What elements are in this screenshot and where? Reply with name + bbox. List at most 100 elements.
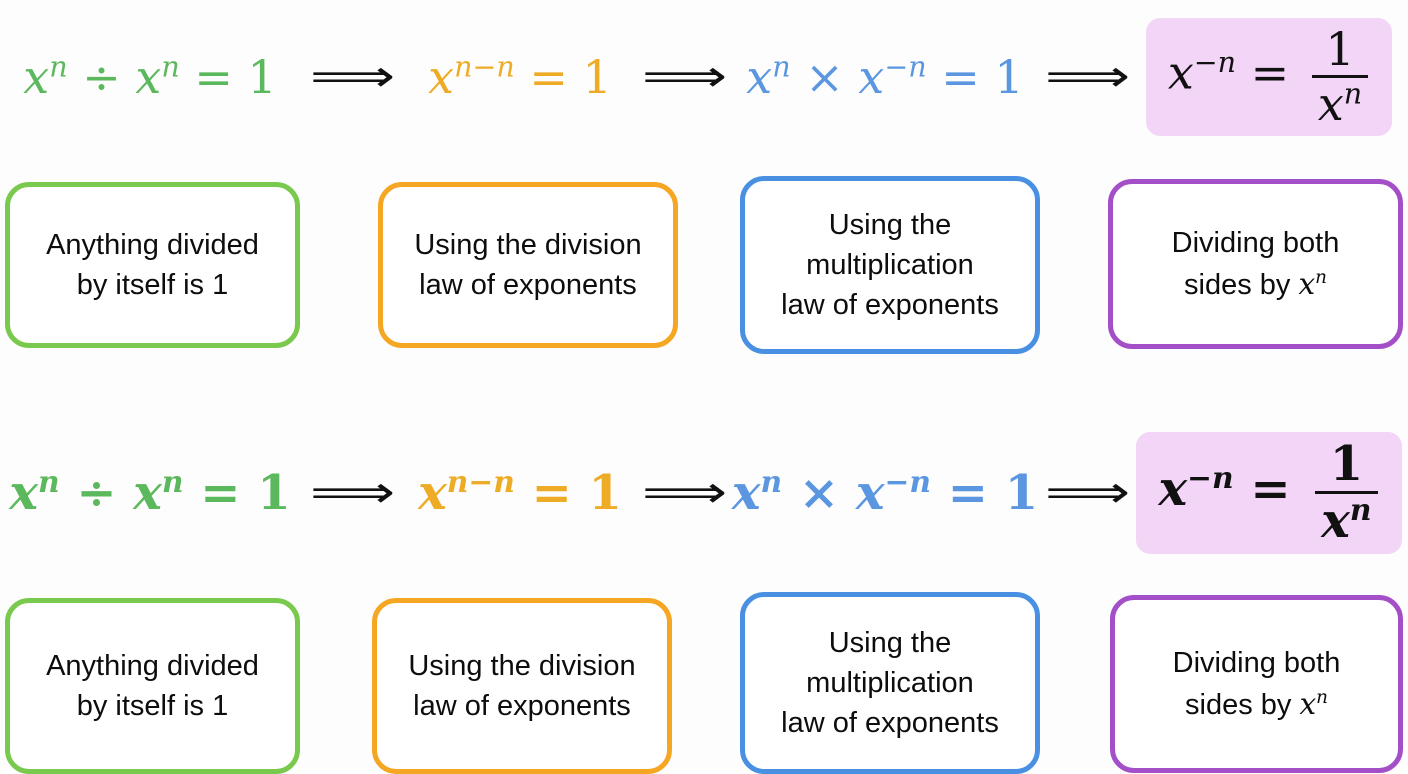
reason-line: sides by xyxy=(1184,268,1291,301)
math-exponent: n xyxy=(38,465,60,500)
reason-line: law of exponents xyxy=(413,690,631,722)
math-base: x xyxy=(1299,686,1317,721)
math-exponent: n xyxy=(1343,77,1363,111)
reason-box-3[interactable]: Using the multiplication law of exponent… xyxy=(740,176,1040,354)
reason-line: law of exponents xyxy=(419,269,637,301)
equation-step-1: xn ÷ xn = 1 xyxy=(0,428,300,558)
arrow-1: ⟹ xyxy=(300,12,405,142)
result-highlight-chip: x−n = 1 xn xyxy=(1136,432,1402,554)
inline-math-expression: xn xyxy=(1299,687,1328,721)
equation-row-2: xn ÷ xn = 1 ⟹ xn−n = 1 ⟹ xn × x−n xyxy=(0,428,1408,558)
implies-arrow-icon: ⟹ xyxy=(1044,51,1131,102)
equation-step-3: xn × x−n = 1 xyxy=(735,12,1035,142)
reason-box-3[interactable]: Using the multiplication law of exponent… xyxy=(740,592,1040,774)
arrow-1: ⟹ xyxy=(300,428,405,558)
reason-box-row-2: Anything divided by itself is 1 Using th… xyxy=(0,592,1408,774)
math-base: x xyxy=(1298,266,1316,301)
math-expression-step-4: x−n = 1 xn xyxy=(1168,26,1369,127)
implies-arrow-icon: ⟹ xyxy=(1044,467,1131,518)
math-expression-step-2: xn−n = 1 xyxy=(418,468,622,517)
math-operator: × xyxy=(798,465,840,521)
math-equals: = xyxy=(531,465,572,521)
fraction-numerator: 1 xyxy=(1329,435,1364,492)
reason-box-1[interactable]: Anything divided by itself is 1 xyxy=(5,598,300,774)
arrow-3: ⟹ xyxy=(1035,428,1140,558)
reason-box-4[interactable]: Dividing both sides by xn xyxy=(1108,179,1403,349)
math-exponent: n xyxy=(161,465,184,500)
reason-box-1[interactable]: Anything divided by itself is 1 xyxy=(5,182,300,348)
reason-box-2[interactable]: Using the division law of exponents xyxy=(378,182,678,348)
math-rhs: 1 xyxy=(1004,465,1039,521)
math-exponent: n xyxy=(1316,686,1328,708)
math-equals: = xyxy=(941,50,980,104)
math-exponent: n xyxy=(772,50,791,84)
reason-box-text: Anything divided by itself is 1 xyxy=(46,225,259,305)
reason-line: Using the division xyxy=(414,228,642,261)
fraction-denominator: xn xyxy=(1315,490,1378,545)
reason-line: Dividing both xyxy=(1171,227,1340,260)
reason-box-text: Using the division law of exponents xyxy=(414,225,641,305)
equation-step-2: xn−n = 1 xyxy=(405,12,635,142)
fraction: 1 xn xyxy=(1315,435,1378,545)
math-rhs: 1 xyxy=(994,50,1024,104)
math-exponent: n−n xyxy=(446,465,515,500)
implies-arrow-icon: ⟹ xyxy=(642,51,728,102)
math-equals: = xyxy=(194,50,233,104)
reason-line: law of exponents xyxy=(781,707,999,739)
implies-arrow-icon: ⟹ xyxy=(309,51,396,102)
equation-step-1: xn ÷ xn = 1 xyxy=(0,12,300,142)
implies-arrow-icon: ⟹ xyxy=(642,467,728,518)
math-rhs: 1 xyxy=(582,50,612,104)
reason-line: Dividing both xyxy=(1172,647,1341,680)
equation-step-2: xn−n = 1 xyxy=(405,428,635,558)
reason-box-2[interactable]: Using the division law of exponents xyxy=(372,598,672,774)
math-exponent: −n xyxy=(1187,460,1234,496)
reason-box-text: Using the division law of exponents xyxy=(408,646,635,726)
math-base: x xyxy=(1317,76,1344,131)
math-exponent: n xyxy=(1349,492,1372,528)
math-expression-step-4: x−n = 1 xn xyxy=(1158,435,1378,545)
math-exponent: n xyxy=(1315,266,1327,288)
math-expression-step-1: xn ÷ xn = 1 xyxy=(23,50,277,100)
equation-step-3: xn × x−n = 1 xyxy=(732,428,1038,558)
math-rhs: 1 xyxy=(588,465,622,521)
arrow-2: ⟹ xyxy=(635,12,735,142)
math-equals: = xyxy=(1250,460,1291,517)
math-expression-step-3: xn × x−n = 1 xyxy=(732,468,1038,517)
reason-box-text: Using the multiplication law of exponent… xyxy=(781,205,999,325)
result-highlight-chip: x−n = 1 xn xyxy=(1145,18,1393,136)
reason-box-4[interactable]: Dividing both sides by xn xyxy=(1110,595,1403,773)
math-operator: × xyxy=(805,50,844,104)
math-rhs: 1 xyxy=(247,50,277,104)
reason-box-text: Dividing both sides by xn xyxy=(1173,643,1341,724)
reason-line: law of exponents xyxy=(781,289,999,321)
math-expression-step-3: xn × x−n = 1 xyxy=(746,50,1023,100)
math-base: x xyxy=(855,465,885,521)
math-equals: = xyxy=(200,465,241,521)
reason-box-text: Using the multiplication law of exponent… xyxy=(781,623,999,743)
math-base: x xyxy=(135,50,162,104)
math-exponent: −n xyxy=(884,50,927,84)
reason-line: sides by xyxy=(1185,688,1292,721)
math-rhs: 1 xyxy=(257,465,291,521)
math-operator: ÷ xyxy=(82,50,121,104)
math-base: x xyxy=(418,465,447,521)
arrow-3: ⟹ xyxy=(1035,12,1140,142)
equation-step-4: x−n = 1 xn xyxy=(1136,428,1402,558)
arrow-2: ⟹ xyxy=(635,428,735,558)
math-exponent: n xyxy=(760,465,783,500)
reason-line: Using the xyxy=(828,208,952,241)
reason-line: multiplication xyxy=(806,666,974,699)
reason-box-text: Dividing both sides by xn xyxy=(1172,223,1340,304)
math-exponent: −n xyxy=(884,465,932,500)
math-equals: = xyxy=(947,465,988,521)
inline-math-expression: xn xyxy=(1298,267,1327,301)
math-equals: = xyxy=(529,50,568,104)
math-base: x xyxy=(858,50,885,104)
math-exponent: n xyxy=(49,50,68,84)
fraction-denominator: xn xyxy=(1311,74,1369,127)
reason-line: by itself is 1 xyxy=(76,269,229,301)
reason-box-text: Anything divided by itself is 1 xyxy=(46,646,259,726)
math-base: x xyxy=(746,50,773,104)
